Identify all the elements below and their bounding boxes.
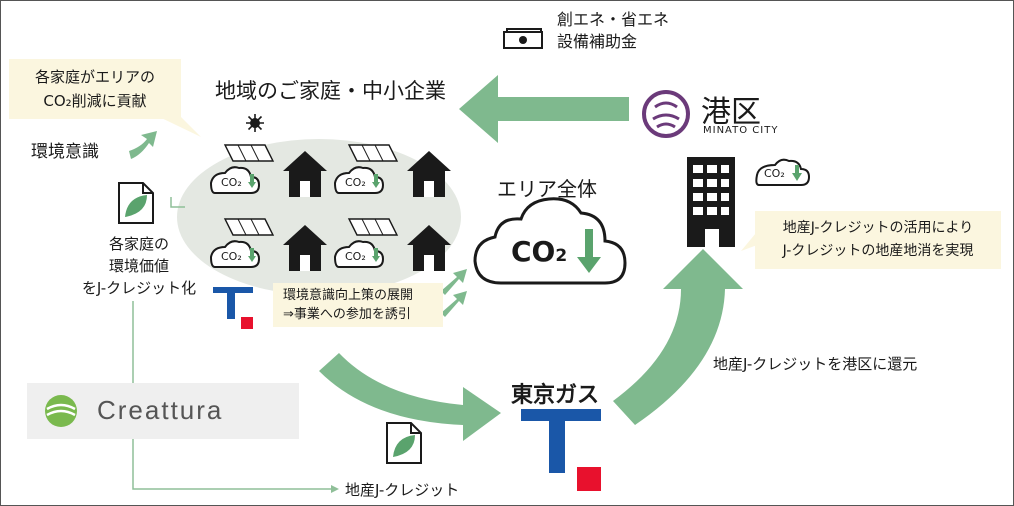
callout-contribution: [9, 59, 181, 119]
connector-arrowhead: [331, 485, 339, 493]
tokyo-gas-logo: [521, 409, 605, 497]
local-credit-label: 地産J-クレジット: [345, 481, 460, 499]
arrow-to-minato: [613, 249, 743, 425]
co2-label-4: CO₂: [345, 250, 366, 263]
connector-ellipse-to-doc: [170, 197, 185, 208]
area-co2-text: CO2: [511, 235, 567, 268]
subsidy-label: 創エネ・省エネ 設備補助金: [557, 10, 670, 51]
co2-main: CO: [511, 235, 556, 268]
co2-label-1: CO₂: [221, 176, 242, 189]
minato-co2-cloud: [751, 155, 813, 193]
building-icon: [683, 157, 739, 251]
arrow-measures-1: [441, 269, 467, 295]
arrow-subsidy: [459, 75, 629, 143]
callout-measures: [273, 283, 443, 327]
callout-contribution-text: 各家庭がエリアの CO₂削減に貢献: [34, 68, 155, 110]
creattura-name: Creattura: [97, 395, 224, 425]
jcredit-conversion-label: 各家庭の 環境価値 をJ-クレジット化: [81, 235, 197, 297]
minato-roman: MINATO CITY: [703, 125, 779, 136]
document-icon: [385, 421, 423, 469]
arrow-measures-2: [441, 291, 467, 317]
household-3: [207, 215, 327, 281]
area-cloud-down-arrow: [577, 229, 601, 273]
co2-subscript: 2: [555, 246, 568, 266]
minato-emblem: [641, 89, 691, 143]
creattura-logo-icon: [43, 393, 79, 433]
minato-kanji: 港区: [701, 95, 761, 130]
area-total-label: エリア全体: [497, 177, 597, 201]
callout-local: [755, 211, 1001, 269]
household-1: [207, 141, 327, 207]
env-awareness-label: 環境意識: [31, 142, 99, 162]
down-arrow-icon: [372, 247, 380, 266]
down-arrow-icon: [248, 173, 256, 192]
callout-measures-text: 環境意識向上策の展開 ⇒事業への参加を誘引: [283, 288, 414, 322]
money-icon: [503, 27, 547, 49]
arrow-to-tokyo-gas: [319, 353, 501, 441]
minato-co2-label: CO₂: [764, 167, 785, 180]
return-label: 地産J-クレジットを港区に還元: [713, 355, 918, 373]
co2-label-3: CO₂: [221, 250, 242, 263]
arrow-env-awareness: [129, 131, 157, 159]
households-title: 地域のご家庭・中小企業: [215, 79, 446, 103]
tokyo-gas-label: 東京ガス: [511, 383, 600, 408]
sun-icon: [245, 113, 265, 137]
co2-label-2: CO₂: [345, 176, 366, 189]
connector-to-local-credit: [132, 301, 331, 490]
down-arrow-icon: [248, 247, 256, 266]
callout-local-text: 地産J-クレジットの活用により J-クレジットの地産地消を実現: [782, 220, 974, 259]
document-icon: [117, 181, 155, 229]
down-arrow-icon: [372, 173, 380, 192]
household-4: [331, 215, 451, 281]
household-2: [331, 141, 451, 207]
tokyo-gas-small-logo: [213, 287, 255, 335]
